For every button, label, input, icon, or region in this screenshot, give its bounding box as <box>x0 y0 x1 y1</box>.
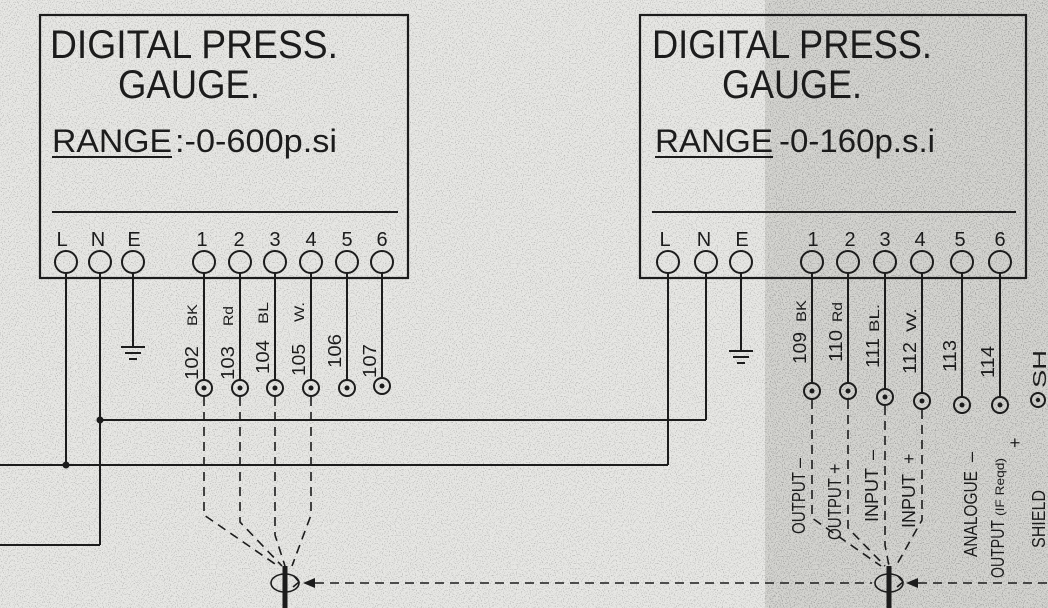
right-signal-wires: 109 BK 110 Rd 111 BL. 112 W. 113 114 OUT… <box>789 273 1048 578</box>
right-sign-112: + <box>899 453 919 464</box>
right-function-114: OUTPUT <box>988 520 1008 578</box>
right-function-110: OUTPUT <box>825 478 845 540</box>
left-wire-color-W: W. <box>291 302 307 322</box>
left-range-value: :-0-600p.si <box>175 123 337 159</box>
right-sign-113: – <box>961 452 981 462</box>
left-terminal-label-4: 4 <box>305 229 316 251</box>
right-function-112: INPUT <box>899 474 919 528</box>
left-link-terminal-104 <box>266 379 284 397</box>
left-earth-icon <box>121 273 145 360</box>
left-cable-links <box>203 397 312 567</box>
right-link-terminal-110 <box>839 382 857 400</box>
left-signal-wires: 102 BK 103 Rd 104 BL 105 W. 106 107 <box>182 273 391 397</box>
right-terminal-N <box>694 250 718 274</box>
left-wire-number-102: 102 <box>182 346 202 380</box>
left-terminal-label-5: 5 <box>341 229 352 251</box>
right-function-111: INPUT <box>862 468 882 522</box>
neutral-junction-dot <box>96 416 104 424</box>
right-wire-color-BL: BL. <box>866 304 882 332</box>
right-function-113: ANALOGUE <box>961 471 981 557</box>
left-terminal-label-E: E <box>127 229 140 251</box>
shield-terminal <box>1030 392 1046 408</box>
right-terminal-labels: L N E 1 2 3 4 5 6 <box>659 229 1005 251</box>
live-junction-dot <box>62 461 70 469</box>
right-range-value: -0-160p.s.i <box>779 123 935 159</box>
shield-label: SHIELD <box>1029 490 1048 548</box>
right-terminal-label-N: N <box>697 229 711 251</box>
right-wire-number-109: 109 <box>790 332 810 364</box>
right-arrow-icon <box>906 578 918 588</box>
right-terminal-label-L: L <box>659 229 670 251</box>
left-cable-icon <box>270 566 301 608</box>
right-sign-110: + <box>825 463 845 474</box>
left-wire-color-Rd: Rd <box>220 306 236 326</box>
left-gauge: DIGITAL PRESS. GAUGE. RANGE :-0-600p.si … <box>38 13 410 280</box>
left-wire-number-104: 104 <box>253 340 273 374</box>
right-gauge-subtitle: GAUGE. <box>722 63 862 107</box>
left-wire-color-BL: BL <box>255 302 271 324</box>
left-terminal-label-2: 2 <box>233 229 244 251</box>
right-terminal-label-6: 6 <box>994 229 1005 251</box>
left-gauge-box <box>38 13 410 280</box>
left-wire-number-103: 103 <box>218 346 238 380</box>
left-range-label: RANGE <box>52 123 172 159</box>
left-wire-number-105: 105 <box>289 344 309 376</box>
left-link-terminal-107 <box>373 377 391 395</box>
left-link-terminal-106 <box>338 379 356 397</box>
left-link-terminal-103 <box>231 379 249 397</box>
right-sign-109: – <box>789 458 809 468</box>
cable-run-line <box>303 578 1048 588</box>
right-earth-icon <box>729 273 753 364</box>
right-wire-number-113: 113 <box>940 340 960 372</box>
right-link-terminal-113 <box>953 396 971 414</box>
right-gauge-title: DIGITAL PRESS. <box>652 23 932 67</box>
left-gauge-title: DIGITAL PRESS. <box>50 23 338 67</box>
left-terminal-label-N: N <box>91 229 105 251</box>
right-wire-number-114: 114 <box>978 346 998 378</box>
right-range-label: RANGE <box>655 123 773 159</box>
right-wire-number-110: 110 <box>826 330 846 362</box>
right-wire-color-W: W. <box>903 308 919 332</box>
right-terminal-label-4: 4 <box>914 229 925 251</box>
right-sign-111: – <box>862 450 882 460</box>
right-terminal-label-E: E <box>735 229 748 251</box>
right-wire-number-111: 111 <box>863 338 883 368</box>
left-terminal-label-6: 6 <box>376 229 387 251</box>
right-gauge-box <box>638 13 1028 280</box>
left-link-terminal-105 <box>302 379 320 397</box>
right-terminal-label-3: 3 <box>879 229 890 251</box>
shield-terminal-label: SH <box>1030 350 1048 388</box>
right-link-terminal-114 <box>991 396 1009 414</box>
left-terminal-label-1: 1 <box>196 229 207 251</box>
left-wire-color-BK: BK <box>184 303 200 326</box>
right-link-terminal-112 <box>913 392 931 410</box>
right-cable-links <box>811 400 923 567</box>
left-wire-number-106: 106 <box>325 334 345 368</box>
right-wire-number-112: 112 <box>900 342 920 374</box>
right-wire-color-Rd: Rd <box>829 302 845 322</box>
right-link-terminal-109 <box>803 382 821 400</box>
left-terminal-labels: L N E 1 2 3 4 5 6 <box>56 229 387 251</box>
left-link-terminal-102 <box>195 379 213 397</box>
right-link-terminal-111 <box>876 388 894 406</box>
left-terminal-label-3: 3 <box>269 229 280 251</box>
left-wire-number-107: 107 <box>360 344 380 378</box>
right-cable-icon <box>874 566 905 608</box>
left-gauge-subtitle: GAUGE. <box>118 63 260 107</box>
left-arrow-icon <box>303 578 315 588</box>
right-qualifier-114: (IF Reqd) <box>993 458 1007 516</box>
right-sign-114: + <box>1005 437 1025 448</box>
right-function-109: OUTPUT <box>789 472 809 534</box>
left-terminal-label-L: L <box>56 229 67 251</box>
right-wire-color-BK: BK <box>793 299 809 322</box>
right-terminal-label-5: 5 <box>954 229 965 251</box>
supply-wiring <box>0 273 707 546</box>
right-terminal-label-1: 1 <box>807 229 818 251</box>
right-terminal-L <box>656 250 680 274</box>
right-terminal-label-2: 2 <box>844 229 855 251</box>
